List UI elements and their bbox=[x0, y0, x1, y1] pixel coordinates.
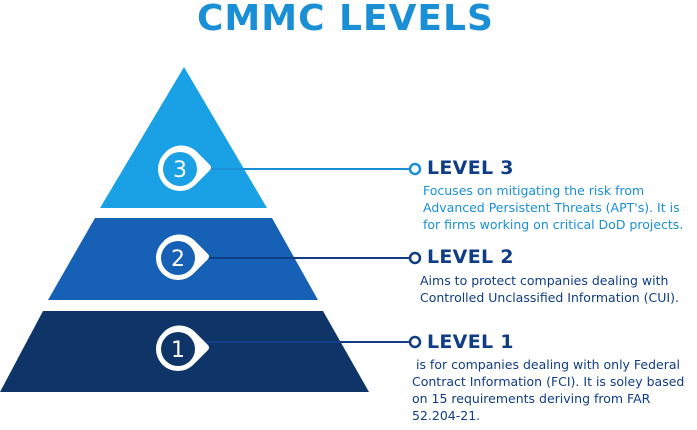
badge-number: 3 bbox=[173, 158, 187, 183]
level-2-heading: LEVEL 2 bbox=[427, 246, 514, 268]
circle-marker-icon bbox=[408, 335, 422, 349]
level-3-description: Focuses on mitigating the risk from Adva… bbox=[423, 182, 683, 233]
badge-number: 1 bbox=[171, 338, 185, 363]
badge-level-2: 2 bbox=[156, 234, 210, 280]
badge-inner-circle bbox=[163, 152, 197, 186]
level-1-description-line: is for companies dealing with only Feder… bbox=[412, 357, 681, 372]
badge-inner-circle bbox=[161, 332, 195, 366]
badge-level-1: 1 bbox=[156, 325, 210, 371]
pyramid-tier-level-3 bbox=[100, 67, 267, 208]
level-1-description: is for companies dealing with only Feder… bbox=[412, 356, 684, 424]
circle-marker-icon bbox=[408, 162, 422, 176]
level-3-heading: LEVEL 3 bbox=[427, 157, 514, 179]
level-3-description-line: for firms working on critical DoD projec… bbox=[423, 217, 684, 232]
level-3-description-line: Advanced Persistent Threats (APT's). It … bbox=[423, 200, 680, 215]
level-1-heading: LEVEL 1 bbox=[427, 331, 514, 353]
level-2-description: Aims to protect companies dealing with C… bbox=[420, 272, 679, 306]
level-1-description-line: Contract Information (FCI). It is soley … bbox=[412, 374, 685, 389]
level-2-description-line: Controlled Unclassified Information (CUI… bbox=[420, 290, 679, 305]
badge-inner-circle bbox=[161, 241, 195, 275]
page-title-text: CMMC LEVELS bbox=[197, 0, 494, 39]
circle-marker-icon bbox=[408, 251, 422, 265]
level-3-description-line: Focuses on mitigating the risk from bbox=[423, 183, 645, 198]
badge-number: 2 bbox=[171, 247, 185, 272]
level-1-description-line: 52.204-21. bbox=[412, 408, 481, 423]
badge-level-3: 3 bbox=[158, 145, 212, 191]
level-2-description-line: Aims to protect companies dealing with bbox=[420, 273, 669, 288]
level-1-description-line: on 15 requirements deriving from FAR bbox=[412, 391, 651, 406]
